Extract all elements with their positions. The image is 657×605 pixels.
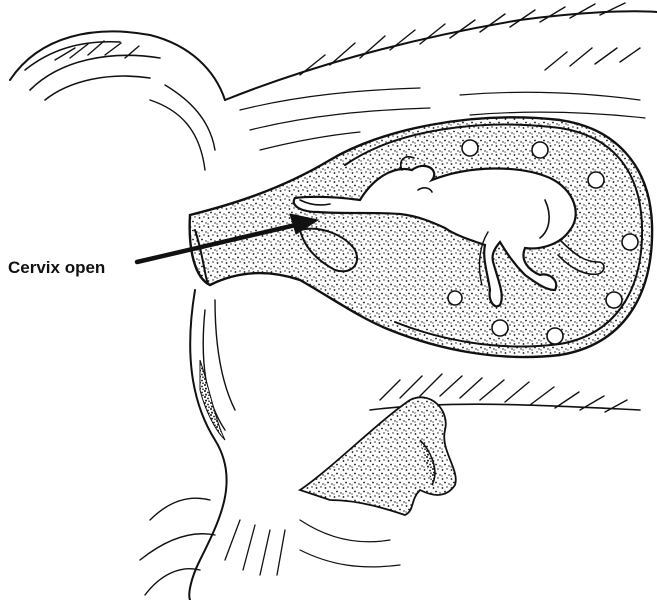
cervix-open-label: Cervix open xyxy=(8,258,105,278)
vulva xyxy=(200,360,456,515)
uterus xyxy=(190,117,652,357)
